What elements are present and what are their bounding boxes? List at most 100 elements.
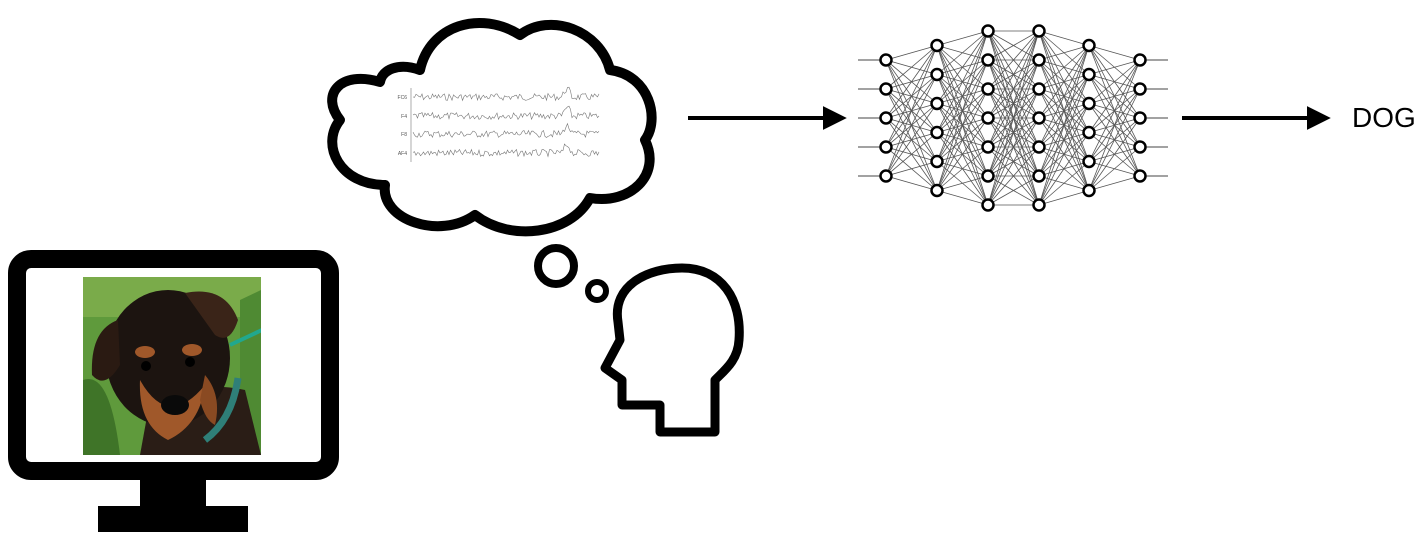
- network-node: [930, 183, 944, 198]
- monitor-icon: [8, 250, 339, 532]
- network-node: [1082, 96, 1096, 111]
- network-connection: [987, 30, 1040, 206]
- thought-cloud-icon: [327, 17, 657, 237]
- network-connection: [885, 175, 938, 191]
- network-node: [879, 169, 893, 183]
- network-connection: [936, 190, 989, 206]
- network-connection: [936, 30, 989, 162]
- eeg-trace: [412, 143, 600, 158]
- network-connection: [987, 30, 1040, 61]
- network-connection: [1038, 45, 1090, 206]
- network-node: [1133, 82, 1147, 96]
- network-node: [930, 38, 944, 53]
- network-node: [1032, 111, 1046, 125]
- network-connection: [1088, 59, 1141, 162]
- network-node: [981, 111, 995, 125]
- network-connection: [1088, 59, 1141, 191]
- network-connection: [936, 146, 989, 191]
- eeg-channel-label: F4: [401, 114, 407, 120]
- network-node: [1032, 140, 1046, 154]
- eeg-trace: [412, 122, 600, 139]
- network-connection: [1088, 146, 1141, 191]
- network-node: [981, 140, 995, 154]
- neural-network-icon: [858, 24, 1168, 212]
- network-node: [1082, 125, 1096, 140]
- network-node: [879, 140, 893, 154]
- network-node: [930, 67, 944, 82]
- network-connection: [1038, 161, 1090, 206]
- network-node: [879, 111, 893, 125]
- network-connection: [936, 175, 989, 191]
- network-connection: [885, 45, 938, 119]
- network-node: [981, 169, 995, 183]
- network-connection: [987, 146, 1040, 206]
- network-connection: [1038, 103, 1090, 206]
- thought-bubble-small: [585, 279, 609, 303]
- network-node: [981, 53, 995, 67]
- network-connection: [885, 45, 938, 90]
- network-node: [1032, 82, 1046, 96]
- thought-bubble-large: [534, 244, 578, 288]
- network-connection: [885, 45, 938, 148]
- network-node: [1082, 67, 1096, 82]
- network-connection: [1038, 74, 1090, 206]
- eeg-channel-label: AF4: [398, 151, 407, 157]
- eeg-channel-label: FC6: [398, 95, 408, 101]
- network-connection: [936, 30, 989, 191]
- dog-photo: [83, 277, 261, 455]
- network-connection: [987, 88, 1040, 206]
- network-connection: [1038, 45, 1090, 61]
- network-node: [981, 82, 995, 96]
- network-connection: [1088, 59, 1141, 133]
- head-icon: [600, 263, 744, 437]
- network-connection: [885, 161, 938, 177]
- network-connection: [1038, 30, 1090, 46]
- eeg-trace: [412, 105, 600, 121]
- network-connection: [1088, 175, 1141, 191]
- network-connection: [885, 45, 938, 177]
- network-node: [1133, 111, 1147, 125]
- network-connection: [1038, 45, 1090, 177]
- network-connection: [987, 30, 1040, 119]
- network-node: [1082, 154, 1096, 169]
- network-connection: [936, 117, 989, 191]
- network-connection: [1038, 190, 1090, 206]
- network-connection: [987, 30, 1040, 90]
- network-node: [981, 24, 995, 38]
- network-connection: [1088, 45, 1141, 61]
- network-connection: [987, 175, 1040, 206]
- network-connection: [1088, 88, 1141, 191]
- network-connection: [936, 30, 989, 104]
- network-connection: [936, 30, 989, 46]
- network-connection: [987, 30, 1040, 177]
- network-connection: [987, 59, 1040, 206]
- eeg-channel-label: F8: [401, 132, 407, 138]
- network-node: [981, 198, 995, 212]
- network-connection: [885, 45, 938, 61]
- network-node: [930, 154, 944, 169]
- network-node: [1082, 183, 1096, 198]
- network-connection: [1038, 45, 1090, 148]
- network-connection: [885, 74, 938, 177]
- network-connection: [1038, 45, 1090, 119]
- network-connection: [987, 117, 1040, 206]
- network-node: [930, 96, 944, 111]
- network-connection: [936, 88, 989, 191]
- network-node: [879, 82, 893, 96]
- network-node: [1133, 169, 1147, 183]
- network-node: [1032, 169, 1046, 183]
- network-node: [1032, 24, 1046, 38]
- network-node: [1032, 53, 1046, 67]
- network-connection: [885, 103, 938, 177]
- network-connection: [936, 30, 989, 133]
- eeg-trace: [412, 86, 600, 102]
- network-node: [1082, 38, 1096, 53]
- network-node: [1133, 140, 1147, 154]
- network-node: [930, 125, 944, 140]
- network-connection: [936, 59, 989, 191]
- network-connection: [1088, 59, 1141, 75]
- network-connection: [987, 30, 1040, 148]
- network-node: [879, 53, 893, 67]
